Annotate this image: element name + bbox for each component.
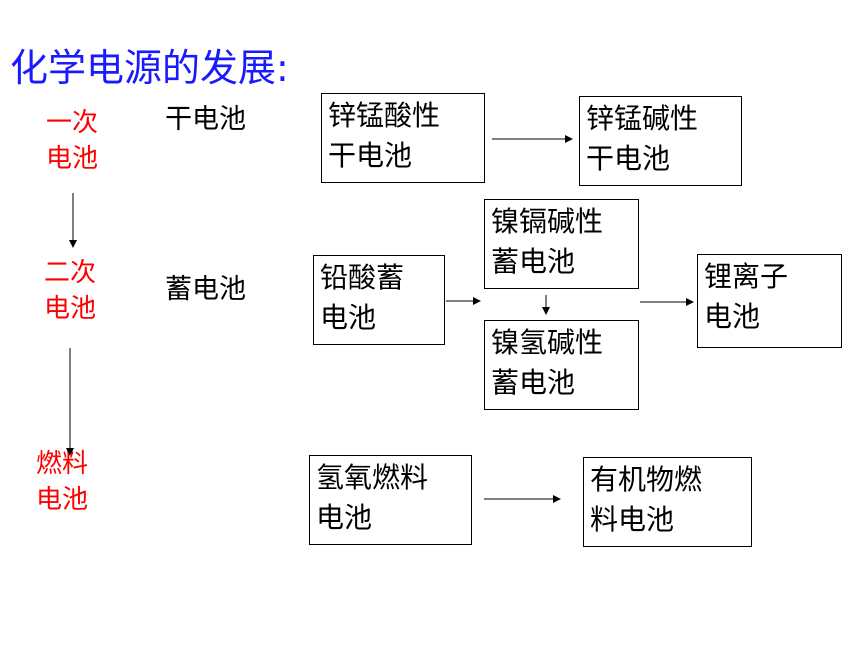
box-hydrogen-oxygen-fuel-cell: 氢氧燃料 电池 [309, 455, 472, 545]
box-lithium-ion-battery: 锂离子 电池 [697, 254, 842, 348]
box-lead-acid-battery: 铅酸蓄 电池 [313, 255, 445, 345]
category-primary-battery: 一次 电池 [45, 108, 98, 174]
box-organic-fuel-cell: 有机物燃 料电池 [583, 457, 752, 547]
box-ni-mh-alkaline-battery: 镍氢碱性 蓄电池 [484, 320, 639, 410]
label-dry-cell: 干电池 [165, 104, 246, 135]
box-zn-mn-alkaline-dry-cell: 锌锰碱性 干电池 [579, 96, 742, 186]
box-ni-cd-alkaline-battery: 镍镉碱性 蓄电池 [484, 199, 639, 289]
page-title: 化学电源的发展: [10, 46, 289, 90]
box-zn-mn-acidic-dry-cell: 锌锰酸性 干电池 [321, 93, 485, 183]
category-secondary-battery: 二次 电池 [43, 258, 96, 324]
category-fuel-cell: 燃料 电池 [35, 449, 88, 515]
label-storage-battery: 蓄电池 [165, 274, 246, 305]
